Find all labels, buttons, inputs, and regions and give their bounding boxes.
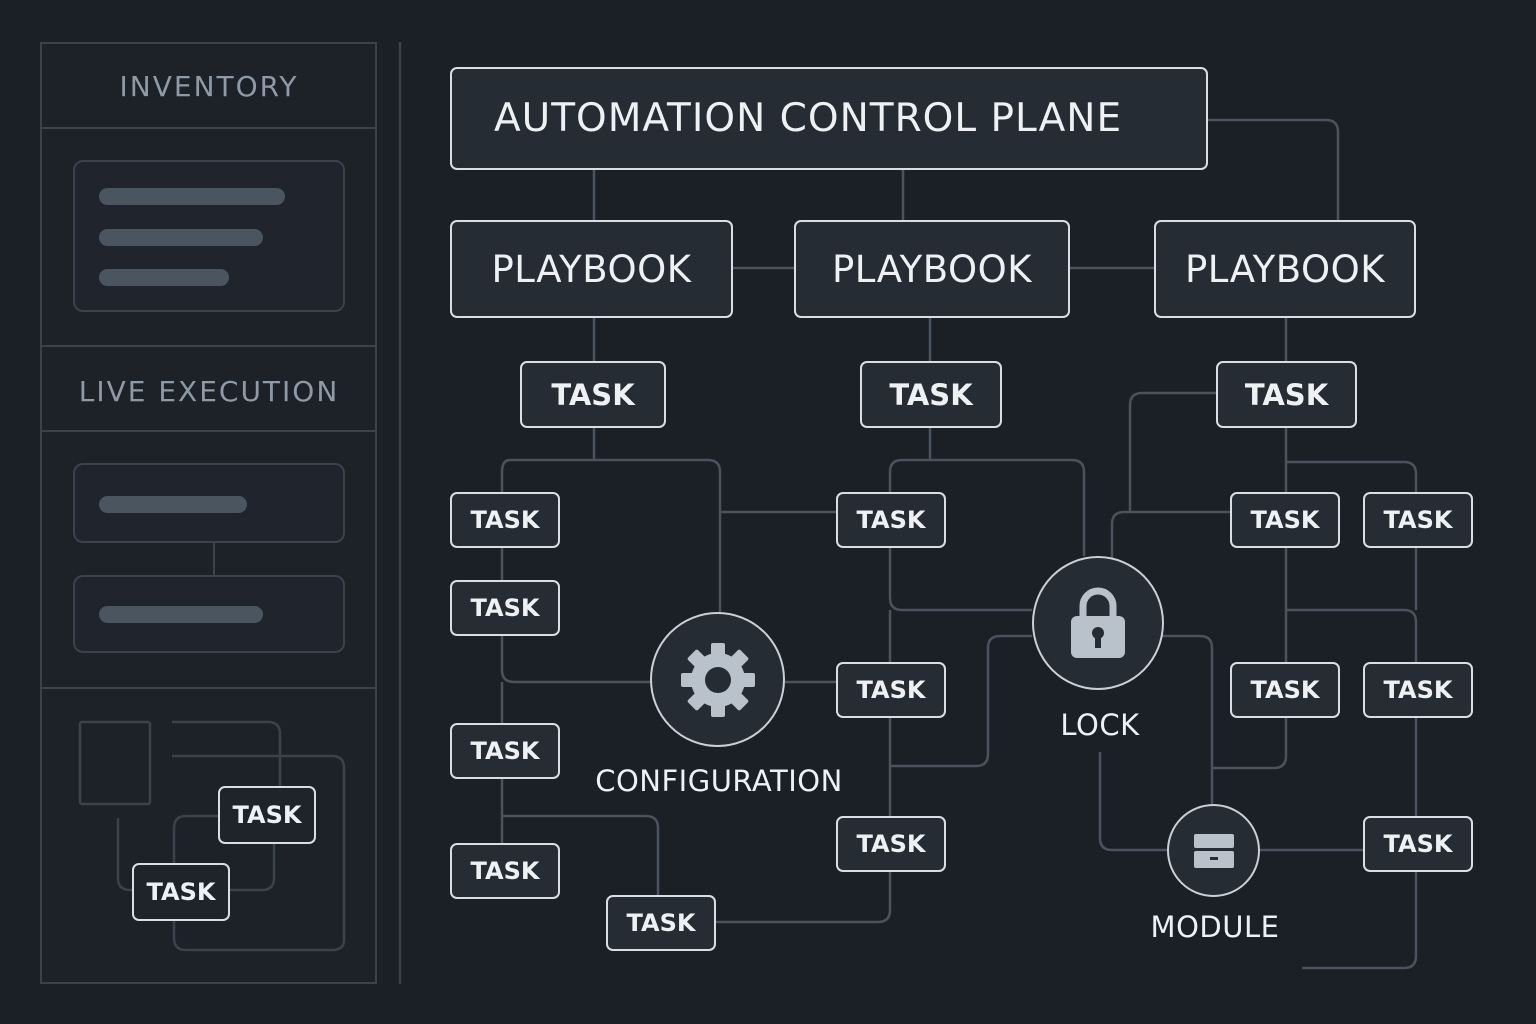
task-node[interactable]: TASK [1363,662,1473,718]
sidebar-task-node[interactable]: TASK [218,786,316,844]
lock-icon [1071,587,1125,658]
lock-label: LOCK [1060,708,1140,742]
task-node[interactable]: TASK [450,580,560,636]
execution-card[interactable] [73,463,345,543]
placeholder-line [99,496,247,513]
task-node[interactable]: TASK [836,662,946,718]
task-node[interactable]: TASK [450,723,560,779]
task-node[interactable]: TASK [1363,492,1473,548]
module-node[interactable] [1167,804,1260,897]
placeholder-line [99,188,285,205]
control-plane-title[interactable]: AUTOMATION CONTROL PLANE [450,67,1208,170]
sidebar-divider [42,687,376,689]
task-node[interactable]: TASK [450,492,560,548]
module-label: MODULE [1150,910,1280,944]
sidebar-divider [42,430,376,432]
task-node[interactable]: TASK [606,895,716,951]
task-node[interactable]: TASK [1230,492,1340,548]
task-node[interactable]: TASK [450,843,560,899]
placeholder-line [99,606,263,623]
sidebar-divider [42,345,376,347]
inventory-heading: INVENTORY [119,70,299,103]
task-node[interactable]: TASK [836,816,946,872]
execution-card[interactable] [73,575,345,653]
task-node[interactable]: TASK [860,361,1002,428]
configuration-label: CONFIGURATION [595,764,843,798]
playbook-node[interactable]: PLAYBOOK [1154,220,1416,318]
placeholder-line [99,269,229,286]
gear-icon [680,642,755,717]
inventory-card[interactable] [73,160,345,312]
task-node[interactable]: TASK [1363,816,1473,872]
task-node[interactable]: TASK [836,492,946,548]
playbook-node[interactable]: PLAYBOOK [794,220,1070,318]
live-execution-heading: LIVE EXECUTION [78,375,340,408]
placeholder-line [99,229,263,246]
task-node[interactable]: TASK [1230,662,1340,718]
module-icon [1193,833,1234,868]
sidebar-task-node[interactable]: TASK [132,863,230,921]
task-node[interactable]: TASK [1216,361,1357,428]
lock-node[interactable] [1032,556,1164,690]
playbook-node[interactable]: PLAYBOOK [450,220,733,318]
sidebar-divider [42,127,376,129]
task-node[interactable]: TASK [520,361,666,428]
execution-connector [213,543,215,575]
configuration-node[interactable] [650,612,785,747]
